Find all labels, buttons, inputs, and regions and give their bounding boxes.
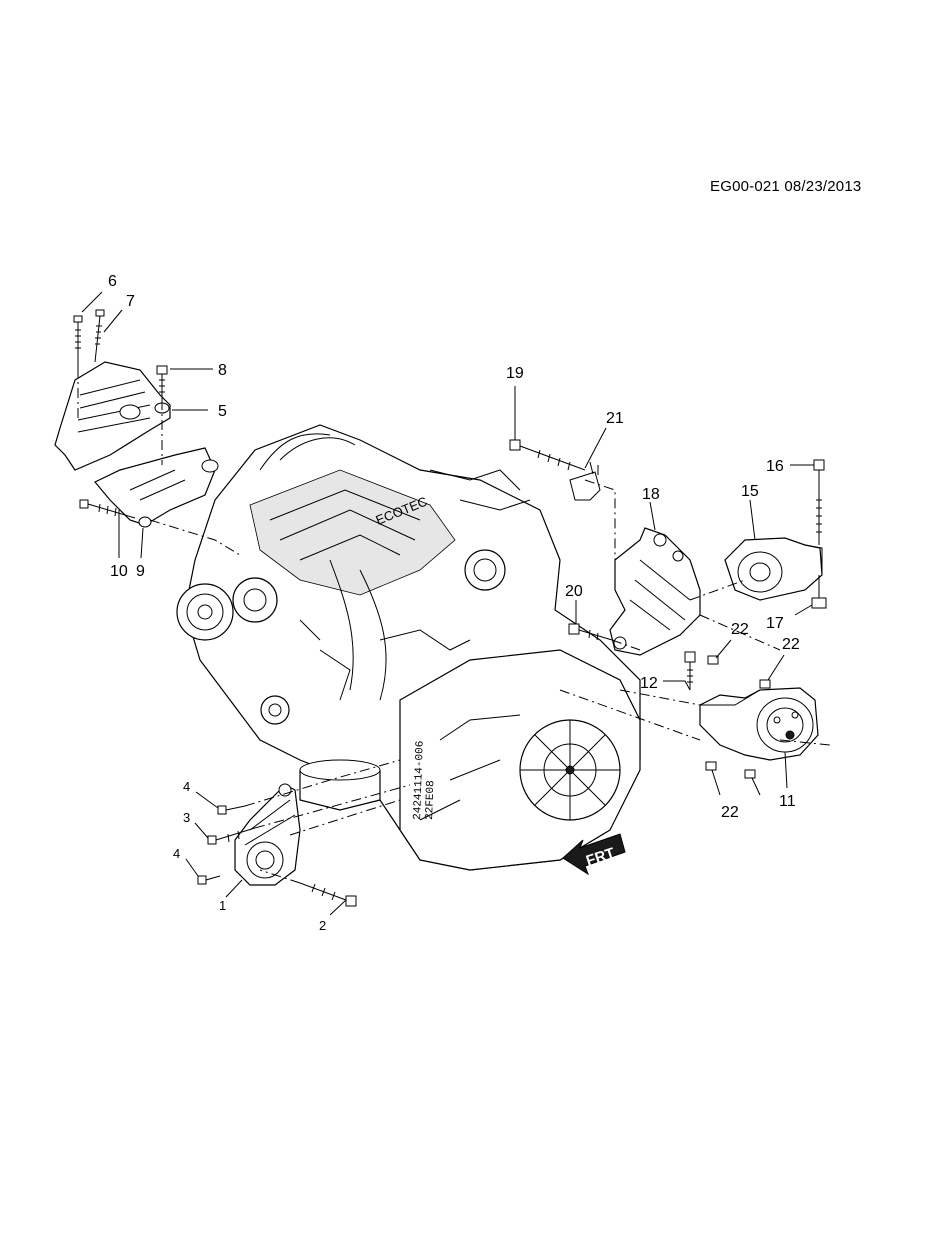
- bolt-6: [73, 315, 83, 368]
- callout-2: 2: [319, 918, 326, 933]
- bolt-4-lower: [197, 875, 221, 885]
- callout-7: 7: [126, 293, 135, 310]
- callout-15: 15: [741, 483, 759, 500]
- callout-3: 3: [183, 810, 190, 825]
- callout-17: 17: [766, 615, 784, 632]
- callout-1: 1: [219, 898, 226, 913]
- bolt-22-upper: [707, 655, 719, 665]
- bracket-9: [94, 447, 216, 526]
- heat-shield-21: [569, 471, 601, 501]
- bolt-10: [79, 499, 136, 519]
- nut-17: [811, 597, 827, 609]
- bolt-12: [684, 651, 696, 690]
- callout-8: 8: [218, 362, 227, 379]
- callout-4a: 4: [183, 779, 190, 794]
- callout-6: 6: [108, 273, 117, 290]
- engine-mount-5: [54, 361, 171, 471]
- callout-22a: 22: [731, 621, 749, 638]
- callout-4b: 4: [173, 846, 180, 861]
- callout-12: 12: [640, 675, 658, 692]
- callout-9: 9: [136, 563, 145, 580]
- bolt-4-upper: [217, 805, 246, 815]
- callout-5: 5: [218, 403, 227, 420]
- bolt-7: [94, 309, 105, 363]
- bolt-22-right: [759, 679, 771, 689]
- bolt-16: [813, 459, 825, 545]
- bolt-19: [509, 439, 586, 471]
- callout-11: 11: [779, 793, 796, 810]
- bolt-2: [299, 882, 357, 907]
- lower-engine-mount-group: [197, 759, 411, 907]
- callout-22c: 22: [721, 804, 739, 821]
- callout-18: 18: [642, 486, 660, 503]
- leader-lines: [81, 291, 814, 916]
- rear-transmission-mount-group: [559, 651, 831, 779]
- bolt-22-lower-b: [744, 769, 756, 779]
- right-engine-mount-group: [509, 439, 827, 656]
- bolt-22-lower-a: [705, 761, 717, 771]
- callout-numbers: 6 7 8 5 10 9 19 21 18 15 16 17 20 22 22 …: [108, 273, 800, 933]
- bolt-20: [568, 623, 613, 641]
- callout-21: 21: [606, 410, 624, 427]
- left-engine-mount-group: [54, 309, 241, 556]
- transmission-stamp-line2: 22FE08: [424, 780, 437, 820]
- bolt-8: [156, 365, 168, 400]
- callout-19: 19: [506, 365, 524, 382]
- bracket-18: [609, 527, 701, 656]
- callout-16: 16: [766, 458, 784, 475]
- callout-20: 20: [565, 583, 583, 600]
- callout-10: 10: [110, 563, 128, 580]
- transmission-stamp-line1: 24241114-006: [412, 741, 427, 821]
- diagram-code: EG00-021 08/23/2013: [710, 178, 862, 195]
- callout-22b: 22: [782, 636, 800, 653]
- engine-assembly: ECOTEC 24241114-006 22FE08: [176, 424, 641, 871]
- bolt-3: [207, 827, 256, 845]
